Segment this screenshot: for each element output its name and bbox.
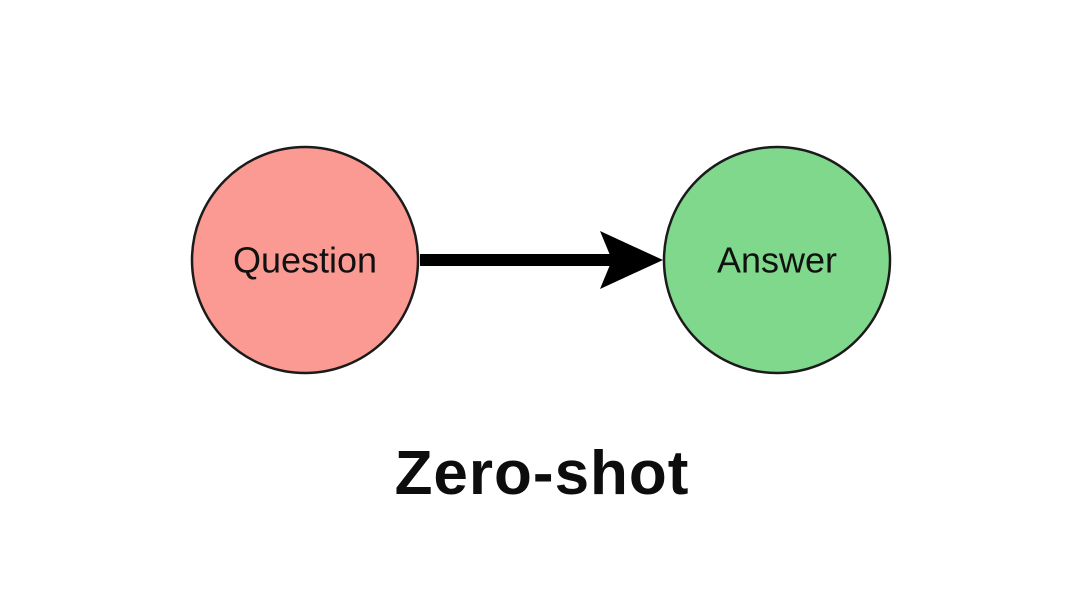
question-node-label: Question <box>233 240 377 281</box>
arrow-connector <box>420 231 663 289</box>
diagram-title: Zero-shot <box>395 439 690 508</box>
question-node-circle <box>190 145 420 375</box>
arrow-head-icon <box>600 231 663 289</box>
answer-node-circle <box>662 145 892 375</box>
answer-node-label: Answer <box>717 240 837 281</box>
